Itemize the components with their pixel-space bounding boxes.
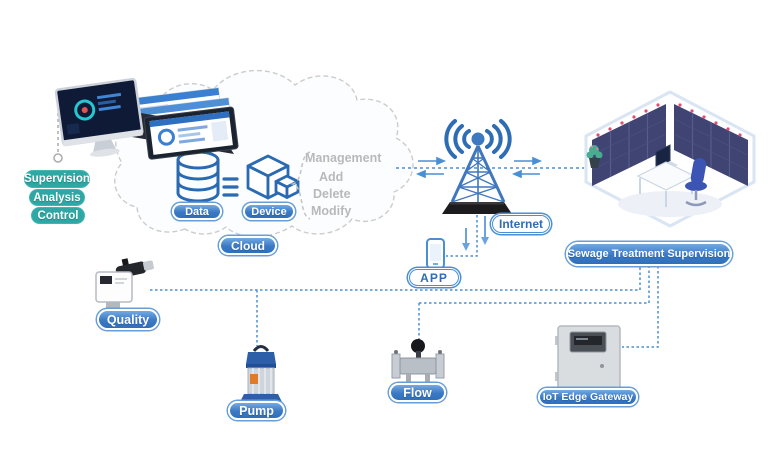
management-item-modify: Modify [311, 204, 352, 218]
management-title: Management [305, 151, 382, 165]
device-label: Device [243, 203, 295, 220]
tower-lattice [450, 145, 506, 203]
field-device-connectors [150, 266, 659, 348]
data-exchange-arrows-left [415, 156, 447, 179]
wifi-waves-icon [444, 119, 512, 159]
wifi-dot [471, 132, 485, 146]
app-label: APP [409, 269, 459, 286]
control-label: Control [31, 207, 85, 224]
internet-label: Internet [492, 215, 550, 233]
iot-edge-gateway-label: IoT Edge Gateway [538, 388, 638, 406]
server-racks-left [591, 103, 667, 186]
quality-label: Quality [97, 309, 159, 330]
management-item-add: Add [319, 170, 344, 184]
desktop-monitor [54, 77, 144, 157]
flow-label: Flow [389, 383, 446, 402]
data-exchange-arrows-right [511, 156, 543, 179]
data-label: Data [172, 203, 222, 220]
signal-tower [442, 119, 512, 214]
pump-label: Pump [228, 401, 285, 420]
quality-sensor-illustration [95, 258, 154, 316]
office-chair [685, 158, 707, 207]
device-cube-icon [246, 154, 300, 200]
pump-illustration [240, 345, 282, 406]
management-brace [290, 151, 311, 220]
tower-base [442, 202, 512, 214]
tablet-screen [143, 106, 239, 160]
smartphone-icon [426, 238, 445, 269]
cloud-label: Cloud [219, 236, 277, 255]
tower-app-connector [446, 215, 489, 257]
management-item-delete: Delete [313, 187, 351, 201]
plant [586, 145, 603, 168]
server-racks-right [673, 103, 749, 186]
sewage-treatment-supervision-label: Sewage Treatment Supervision [566, 242, 732, 266]
supervision-label: Supervision [24, 170, 90, 188]
flow-meter-illustration [391, 339, 445, 385]
monitor-stack-illustration [54, 77, 239, 160]
analysis-label: Analysis [29, 189, 85, 206]
server-room-illustration [584, 90, 756, 228]
